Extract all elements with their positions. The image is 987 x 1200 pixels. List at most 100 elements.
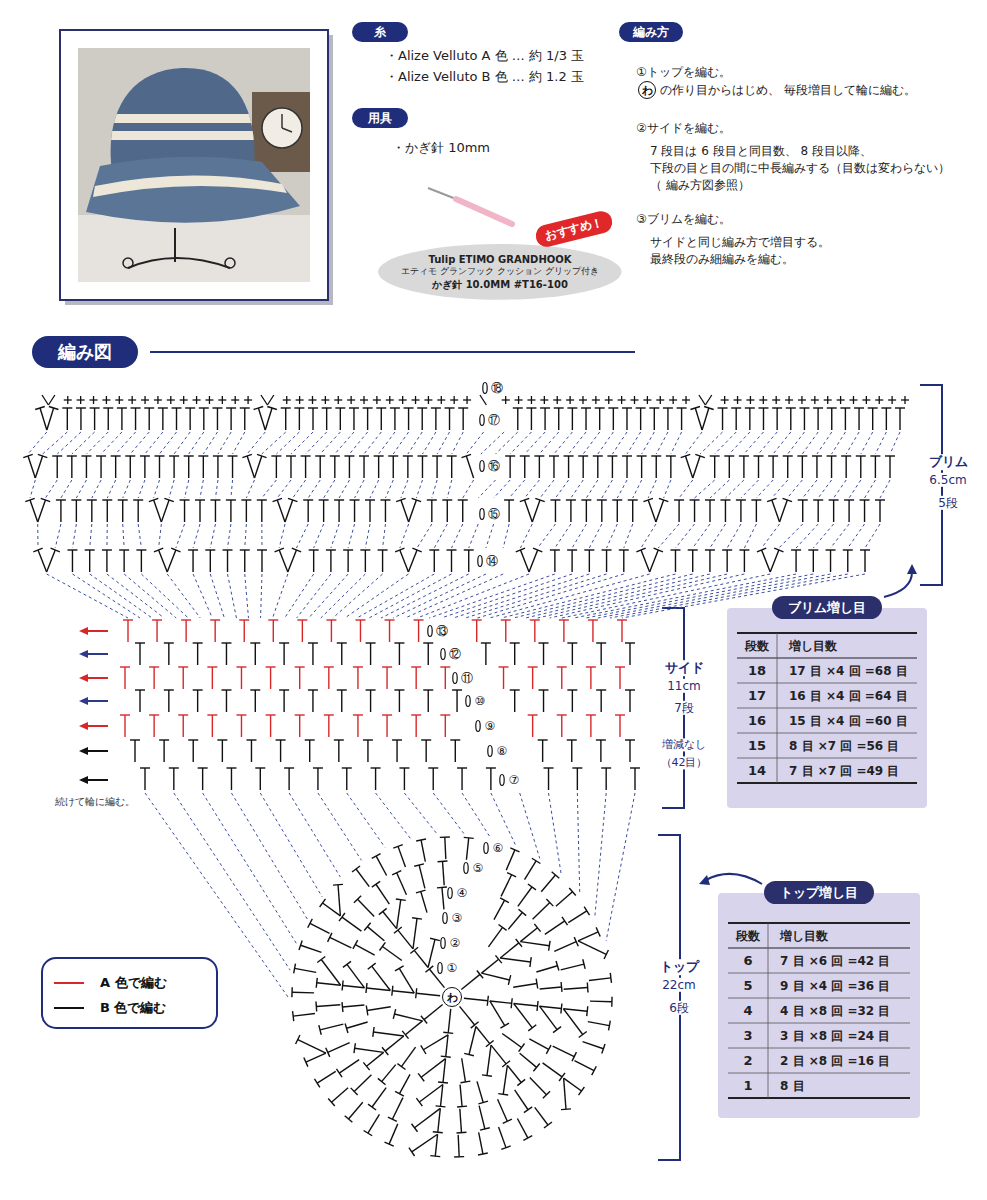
hdc-stitch [466, 456, 473, 478]
sc-stitch [750, 396, 751, 404]
hdc-stitch [299, 667, 300, 689]
hdc-stitch [722, 408, 723, 430]
stitch-guide [405, 574, 503, 618]
table-rule [737, 758, 917, 759]
hdc-stitch-bar [659, 498, 668, 501]
stitch-guide [57, 432, 81, 454]
hdc-stitch [554, 550, 555, 572]
hdc-stitch [173, 768, 174, 790]
row-number: ⑯ [486, 459, 502, 473]
sc-stitch [93, 396, 94, 404]
hdc-stitch-bar [171, 548, 180, 552]
stitch-guide [549, 793, 562, 875]
ellipse-fill [378, 244, 622, 300]
node-text: トップ増し目 [764, 881, 874, 904]
hdc-stitch [261, 500, 262, 522]
hdc-stitch [564, 1078, 566, 1109]
hdc-stitch [392, 991, 414, 993]
stitch-guide [245, 524, 247, 548]
hdc-stitch [831, 408, 832, 430]
hdc-stitch [307, 500, 308, 522]
hdc-stitch-bar [257, 549, 267, 550]
hdc-stitch-bar [478, 1153, 488, 1155]
hdc-stitch [490, 768, 491, 790]
hdc-stitch [561, 667, 562, 689]
hdc-stitch [845, 456, 846, 478]
hdc-stitch [442, 887, 444, 909]
hdc-stitch-bar [516, 939, 522, 947]
row-number: ⑬ [434, 624, 450, 638]
node-text: Tulip ETIMO GRANDHOOK [428, 253, 571, 266]
instruction-text: 下段の目と目の間に中長編みする（目数は変わらない） [650, 161, 950, 175]
hdc-stitch [367, 408, 368, 430]
hdc-stitch-bar [296, 1035, 300, 1044]
stitch-guide [880, 480, 890, 498]
hdc-stitch-bar [543, 1091, 550, 1098]
clock-hand [281, 114, 283, 128]
hdc-stitch-bar [411, 714, 421, 715]
stitch-guide [469, 524, 478, 548]
hdc-stitch-bar [544, 1122, 552, 1128]
hdc-stitch-bar [418, 1073, 424, 1081]
stitch-guide [612, 432, 627, 454]
hdc-stitch [305, 456, 306, 478]
hdc-stitch [330, 937, 352, 948]
hdc-stitch-bar [395, 966, 404, 971]
hdc-stitch-bar [431, 407, 441, 408]
hdc-stitch [845, 408, 846, 430]
clock-case [252, 92, 310, 172]
hdc-stitch [554, 942, 576, 952]
hdc-stitch [392, 1098, 403, 1120]
hdc-stitch [578, 941, 606, 955]
hdc-stitch-bar [195, 499, 205, 500]
hdc-stitch-bar [546, 1045, 551, 1054]
hdc-stitch-bar [513, 407, 523, 408]
node-text: 糸 [374, 26, 386, 38]
hdc-stitch [368, 1114, 380, 1133]
sc-stitch [363, 396, 364, 404]
hdc-stitch [656, 456, 657, 478]
hdc-stitch-bar [797, 455, 807, 456]
hdc-stitch-bar [783, 455, 793, 456]
hdc-stitch [553, 1046, 575, 1057]
hdc-stitch-bar [826, 549, 836, 550]
dimension-label: 11cm [665, 679, 703, 693]
stitch-guide [193, 574, 212, 618]
stitch-guide [772, 480, 788, 498]
sc-stitch [235, 396, 236, 404]
hdc-stitch-bar [540, 407, 550, 408]
hdc-stitch [349, 1102, 363, 1119]
hdc-stitch-bar [135, 642, 145, 643]
hdc-stitch-bar [292, 548, 301, 552]
hdc-stitch [241, 667, 242, 689]
hdc-stitch-bar [378, 549, 388, 550]
hdc-stitch-bar [205, 549, 215, 550]
hdc-stitch [320, 1024, 343, 1030]
hdc-stitch-bar [395, 548, 404, 552]
hdc-stitch-bar [860, 549, 870, 550]
hdc-stitch [461, 768, 462, 790]
hdc-stitch [499, 1127, 506, 1148]
hdc-stitch [386, 715, 387, 737]
hdc-stitch-bar [335, 407, 345, 408]
hdc-stitch [197, 643, 198, 665]
sc-stitch [801, 396, 802, 404]
hdc-stitch-bar [607, 455, 617, 456]
sc-stitch [144, 396, 145, 404]
hdc-stitch [479, 1132, 483, 1154]
hdc-stitch-bar [368, 963, 376, 969]
sc-stitch [389, 396, 390, 404]
hdc-stitch [556, 892, 573, 906]
hdc-stitch-bar [586, 666, 596, 667]
stitch-guide [174, 432, 190, 454]
hdc-stitch-bar [532, 858, 541, 863]
pointer-arrow [884, 572, 912, 597]
hdc-stitch-bar [584, 907, 589, 915]
hdc-stitch [540, 1006, 558, 1029]
sc-stitch [634, 396, 635, 404]
hdc-stitch [301, 945, 322, 952]
hdc-stitch [606, 550, 607, 572]
stitch-guide [586, 480, 597, 498]
sc-stitch [441, 396, 442, 404]
hdc-stitch [619, 667, 620, 689]
